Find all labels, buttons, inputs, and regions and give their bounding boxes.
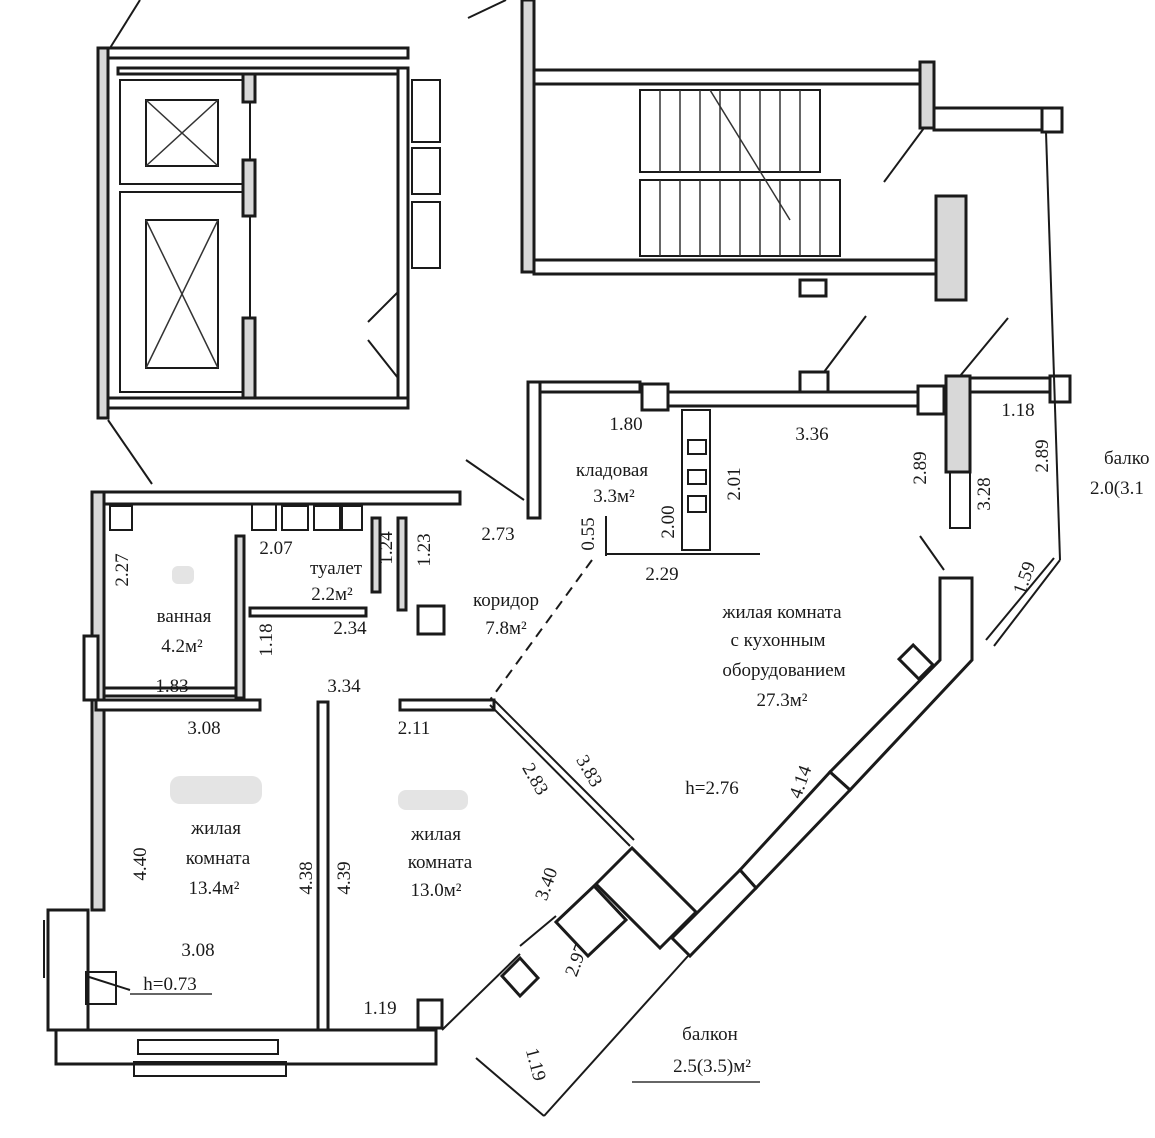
dim-label: 2.34 [333, 618, 367, 639]
dim-label: 3.36 [795, 424, 828, 445]
room-area-balcony-right: 2.0(3.1 [1090, 478, 1144, 499]
room-name-kitchen-living-3: оборудованием [722, 660, 845, 681]
room-name-living1-1: жилая [190, 818, 241, 839]
stairwell [467, 0, 1064, 302]
dim-label: 1.80 [609, 414, 642, 435]
room-area-living1: 13.4м² [189, 878, 240, 899]
elevator-shaft-1 [145, 99, 219, 167]
dim-label: 2.83 [517, 760, 552, 799]
dim-label: 1.18 [1001, 400, 1034, 421]
room-name-vannaya: ванная [157, 606, 212, 627]
dim-label: 3.08 [181, 940, 214, 961]
room-name-living2-2: комната [408, 852, 473, 873]
dim-label: 3.08 [187, 718, 220, 739]
dim-label: 2.11 [398, 718, 431, 739]
dim-label: 3.28 [974, 477, 995, 510]
room-name-balcony-right: балко [1104, 448, 1150, 469]
room-area-vannaya: 4.2м² [161, 636, 203, 657]
dimension-labels: 1.80 3.36 1.18 2.89 2.89 3.28 2.01 2.00 … [112, 400, 1053, 1083]
room-area-tualet: 2.2м² [311, 584, 353, 605]
dim-label: 2.29 [645, 564, 678, 585]
room-area-balcony-bottom: 2.5(3.5)м² [673, 1056, 751, 1077]
dim-label: 2.97 [561, 941, 592, 979]
room-name-balcony-bottom: балкон [682, 1024, 738, 1045]
dim-label: 4.39 [334, 861, 355, 894]
dim-label: 2.73 [481, 524, 514, 545]
dim-label: 3.40 [531, 865, 562, 903]
room-name-living2-1: жилая [410, 824, 461, 845]
apartment-walls [43, 131, 1072, 1117]
dim-label: 1.23 [414, 533, 435, 566]
dim-label: 4.38 [296, 861, 317, 894]
dim-label: 1.19 [521, 1046, 550, 1084]
room-name-koridor: коридор [473, 590, 539, 611]
dim-label: 1.18 [256, 623, 277, 656]
ceiling-height-low: h=0.73 [143, 974, 196, 995]
room-area-kitchen-living: 27.3м² [757, 690, 808, 711]
ceiling-height-main: h=2.76 [685, 778, 738, 799]
dim-label: 4.40 [130, 847, 151, 880]
room-name-kitchen-living-1: жилая комната [721, 602, 842, 623]
dim-label: 3.34 [327, 676, 361, 697]
dim-label: 2.27 [112, 553, 133, 586]
room-area-living2: 13.0м² [411, 880, 462, 901]
scan-smudge [170, 776, 262, 804]
elevator-block [96, 0, 441, 485]
dim-label: 1.19 [363, 998, 396, 1019]
room-labels: кладовая 3.3м² туалет 2.2м² ванная 4.2м²… [130, 448, 1150, 1083]
dim-label: 1.24 [376, 531, 397, 565]
scan-smudge [398, 790, 468, 810]
scan-smudge [172, 566, 194, 584]
dim-label: 2.89 [1032, 439, 1053, 472]
room-area-koridor: 7.8м² [485, 618, 527, 639]
room-name-kitchen-living-2: с кухонным [730, 630, 825, 651]
dim-label: 1.83 [155, 676, 188, 697]
dim-label: 2.00 [658, 505, 679, 538]
elevator-shaft-2 [145, 219, 219, 369]
room-name-tualet: туалет [310, 558, 363, 579]
room-area-kladovaya: 3.3м² [593, 486, 635, 507]
dim-label: 0.55 [578, 517, 599, 550]
dim-label: 2.89 [910, 451, 931, 484]
dim-label: 2.01 [724, 467, 745, 500]
room-name-kladovaya: кладовая [576, 460, 648, 481]
dim-label: 3.83 [571, 752, 606, 791]
dim-label: 2.07 [259, 538, 292, 559]
room-name-living1-2: комната [186, 848, 251, 869]
